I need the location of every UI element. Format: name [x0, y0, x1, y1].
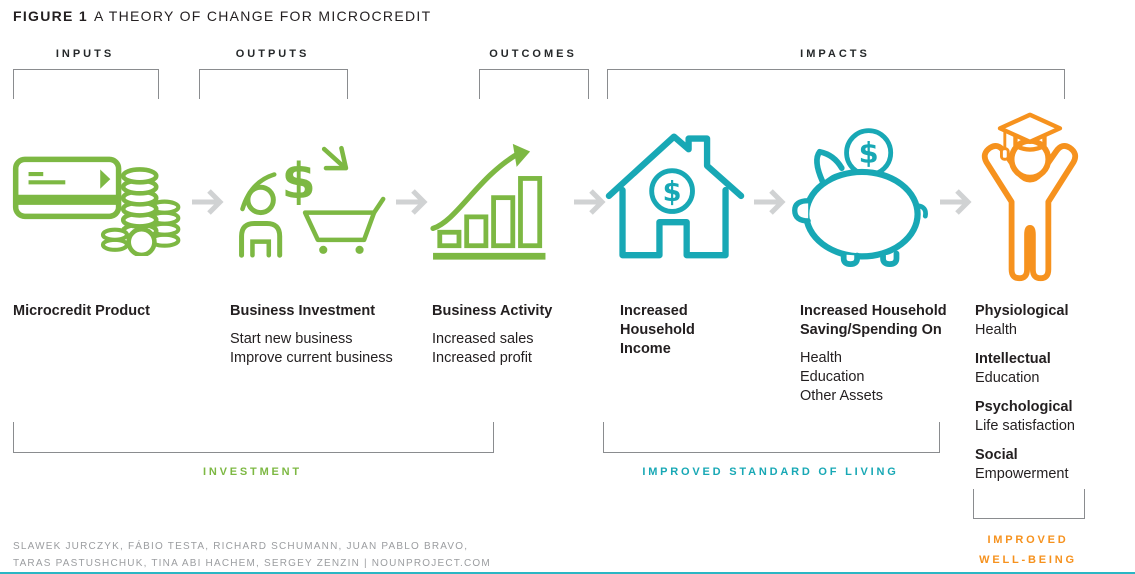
growth-bar-chart-icon	[430, 143, 546, 260]
bracket-wellbeing	[973, 489, 1085, 519]
step-details: Increased sales Increased profit	[432, 330, 592, 368]
credits-line-2: TARAS PASTUSHCHUK, TINA ABI HACHEM, SERG…	[13, 557, 491, 569]
wellbeing-term: Social	[975, 447, 1018, 463]
bottom-rule	[0, 572, 1135, 574]
step-detail: Education	[800, 369, 865, 385]
credit-card-coins-icon	[12, 156, 181, 256]
wellbeing-term: Physiological	[975, 303, 1069, 319]
wellbeing-term: Intellectual	[975, 351, 1051, 367]
wellbeing-pair: Psychological Life satisfaction	[975, 398, 1105, 436]
wellbeing-desc: Health	[975, 322, 1017, 338]
figure-title-text: A THEORY OF CHANGE FOR MICROCREDIT	[93, 8, 432, 24]
step-detail: Increased sales	[432, 331, 534, 347]
bracket-standard-of-living	[603, 422, 940, 453]
figure-number: FIGURE 1	[13, 8, 88, 24]
step-details: Start new business Improve current busin…	[230, 330, 420, 368]
step-business-activity: Business Activity Increased sales Increa…	[432, 302, 592, 368]
bracket-outputs	[199, 69, 348, 99]
step-detail: Improve current business	[230, 350, 393, 366]
graduate-celebration-icon	[981, 112, 1079, 282]
flow-arrow-icon	[754, 189, 786, 215]
svg-text:$: $	[859, 135, 879, 169]
person-dollar-cart-icon: $	[239, 145, 386, 258]
wellbeing-desc: Life satisfaction	[975, 418, 1075, 434]
stage-header-impacts: IMPACTS	[800, 48, 870, 60]
credits: SLAWEK JURCZYK, FÁBIO TESTA, RICHARD SCH…	[13, 539, 491, 572]
step-business-investment: Business Investment Start new business I…	[230, 302, 420, 368]
step-title: Increased Household Income	[620, 303, 695, 357]
house-dollar-icon: $	[605, 133, 745, 259]
step-microcredit-product: Microcredit Product	[13, 302, 213, 321]
phase-label-standard-of-living: IMPROVED STANDARD OF LIVING	[642, 466, 899, 478]
step-title: Microcredit Product	[13, 303, 150, 319]
stage-header-outcomes: OUTCOMES	[489, 48, 577, 60]
stage-header-inputs: INPUTS	[55, 48, 115, 60]
step-title: Business Investment	[230, 303, 376, 319]
step-title: Business Activity	[432, 303, 553, 319]
wellbeing-pair: Physiological Health	[975, 302, 1105, 340]
flow-arrow-icon	[940, 189, 972, 215]
bracket-investment	[13, 422, 494, 453]
wellbeing-pair: Social Empowerment	[975, 446, 1105, 484]
phase-label-wellbeing: IMPROVED WELL-BEING	[979, 534, 1077, 566]
step-wellbeing-outcomes: Physiological Health Intellectual Educat…	[975, 302, 1105, 494]
step-detail: Increased profit	[432, 350, 532, 366]
flow-arrow-icon	[192, 189, 224, 215]
wellbeing-pair: Intellectual Education	[975, 350, 1105, 388]
bracket-impacts	[607, 69, 1065, 99]
svg-text:$: $	[282, 153, 316, 210]
bracket-inputs	[13, 69, 159, 99]
step-household-saving: Increased Household Saving/Spending On H…	[800, 302, 960, 406]
figure-title: FIGURE 1 A THEORY OF CHANGE FOR MICROCRED…	[13, 8, 431, 24]
wellbeing-desc: Education	[975, 370, 1040, 386]
step-household-income: Increased Household Income	[620, 302, 730, 359]
svg-text:$: $	[663, 177, 682, 208]
wellbeing-term: Psychological	[975, 399, 1073, 415]
credits-line-1: SLAWEK JURCZYK, FÁBIO TESTA, RICHARD SCH…	[13, 541, 469, 552]
step-detail: Other Assets	[800, 388, 884, 404]
piggy-bank-dollar-icon: $	[792, 128, 928, 267]
step-details: Health Education Other Assets	[800, 349, 960, 406]
flow-arrow-icon	[396, 189, 428, 215]
step-detail: Health	[800, 350, 842, 366]
step-title: Increased Household Saving/Spending On	[800, 303, 947, 338]
flow-arrow-icon	[574, 189, 606, 215]
bracket-outcomes	[479, 69, 589, 99]
step-detail: Start new business	[230, 331, 353, 347]
wellbeing-desc: Empowerment	[975, 466, 1069, 482]
phase-label-investment: INVESTMENT	[203, 466, 302, 478]
stage-header-outputs: OUTPUTS	[235, 48, 310, 60]
